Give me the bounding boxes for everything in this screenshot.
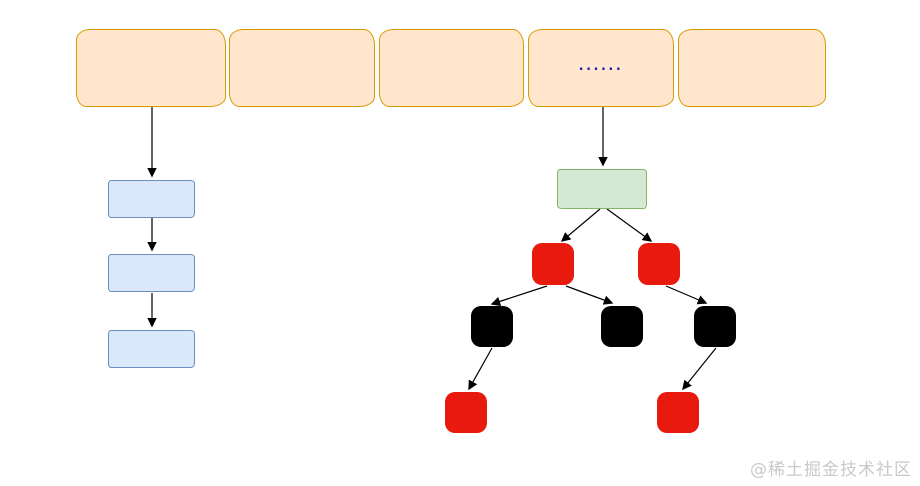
arrow-root-to-red-right bbox=[606, 208, 653, 242]
tree-black-node-middle bbox=[601, 306, 643, 347]
tree-black-node-right bbox=[694, 306, 736, 347]
arrow-redleft-to-black1 bbox=[490, 285, 548, 307]
hash-bucket-1 bbox=[76, 29, 226, 107]
arrow-black3-to-red-leaf bbox=[682, 347, 717, 391]
arrow-black1-to-red-leaf bbox=[468, 347, 493, 391]
hash-bucket-4: ...... bbox=[528, 29, 674, 107]
tree-root-node bbox=[557, 169, 647, 209]
hash-bucket-3 bbox=[379, 29, 524, 107]
linked-list-node-3 bbox=[108, 330, 195, 368]
watermark-text: @稀土掘金技术社区 bbox=[750, 460, 912, 480]
linked-list-node-2 bbox=[108, 254, 195, 292]
bucket-4-ellipsis-label: ...... bbox=[578, 58, 624, 74]
tree-red-leaf-right bbox=[657, 392, 699, 433]
arrow-redright-to-black3 bbox=[665, 285, 708, 305]
hash-bucket-2 bbox=[229, 29, 375, 107]
tree-black-node-left bbox=[471, 306, 513, 347]
arrow-root-to-red-left bbox=[560, 208, 601, 242]
hash-bucket-5 bbox=[678, 29, 826, 107]
arrow-redleft-to-black2 bbox=[565, 285, 614, 305]
tree-red-node-left bbox=[532, 243, 574, 285]
tree-red-node-right bbox=[638, 243, 680, 285]
tree-red-leaf-left bbox=[445, 392, 487, 433]
linked-list-node-1 bbox=[108, 180, 195, 218]
